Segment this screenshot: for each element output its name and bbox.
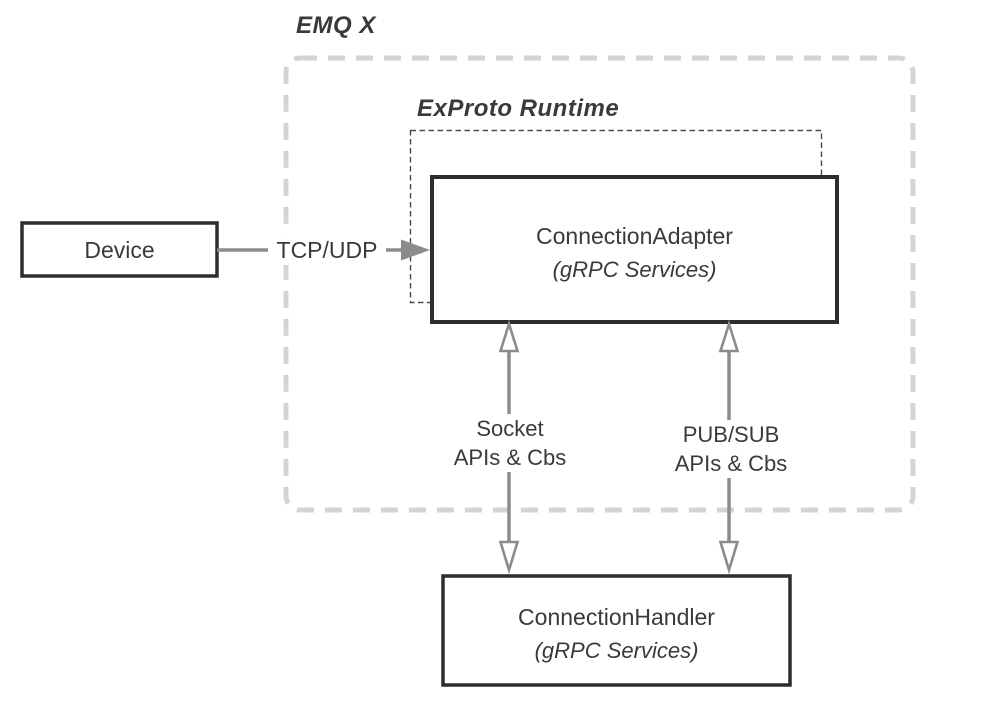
connection-handler-box	[441, 574, 792, 687]
connection-handler-subtitle: (gRPC Services)	[534, 637, 699, 663]
socket-edge-label-line2: APIs & Cbs	[453, 445, 567, 470]
connection-adapter-box	[430, 175, 839, 324]
pubsub-edge-label-line2: APIs & Cbs	[674, 451, 788, 476]
connection-adapter-node-label: ConnectionAdapter (gRPC Services)	[432, 177, 837, 322]
socket-down-arrowhead	[498, 540, 520, 575]
connection-handler-title: ConnectionHandler	[518, 603, 715, 630]
device-node-title: Device	[84, 236, 155, 263]
emqx-scope-title: EMQ X	[296, 12, 376, 39]
device-box	[20, 221, 219, 278]
pubsub-edge-label-line1: PUB/SUB	[682, 422, 780, 447]
socket-up-arrowhead	[498, 319, 520, 353]
exproto-runtime-scope-title: ExProto Runtime	[417, 95, 620, 122]
connection-adapter-title: ConnectionAdapter	[536, 223, 733, 249]
tcp-udp-arrowhead	[401, 239, 430, 261]
socket-edge-label: Socket APIs & Cbs	[437, 414, 583, 472]
connection-handler-node-label: ConnectionHandler (gRPC Services)	[443, 576, 790, 685]
pubsub-edge-label: PUB/SUB APIs & Cbs	[656, 420, 806, 478]
pubsub-up-arrowhead	[718, 319, 740, 353]
tcp-udp-edge-label: TCP/UDP	[268, 235, 386, 265]
pubsub-down-arrowhead	[718, 540, 740, 575]
socket-edge-label-line1: Socket	[476, 416, 544, 441]
device-node-label: Device	[22, 223, 217, 276]
connection-adapter-subtitle: (gRPC Services)	[552, 257, 717, 282]
